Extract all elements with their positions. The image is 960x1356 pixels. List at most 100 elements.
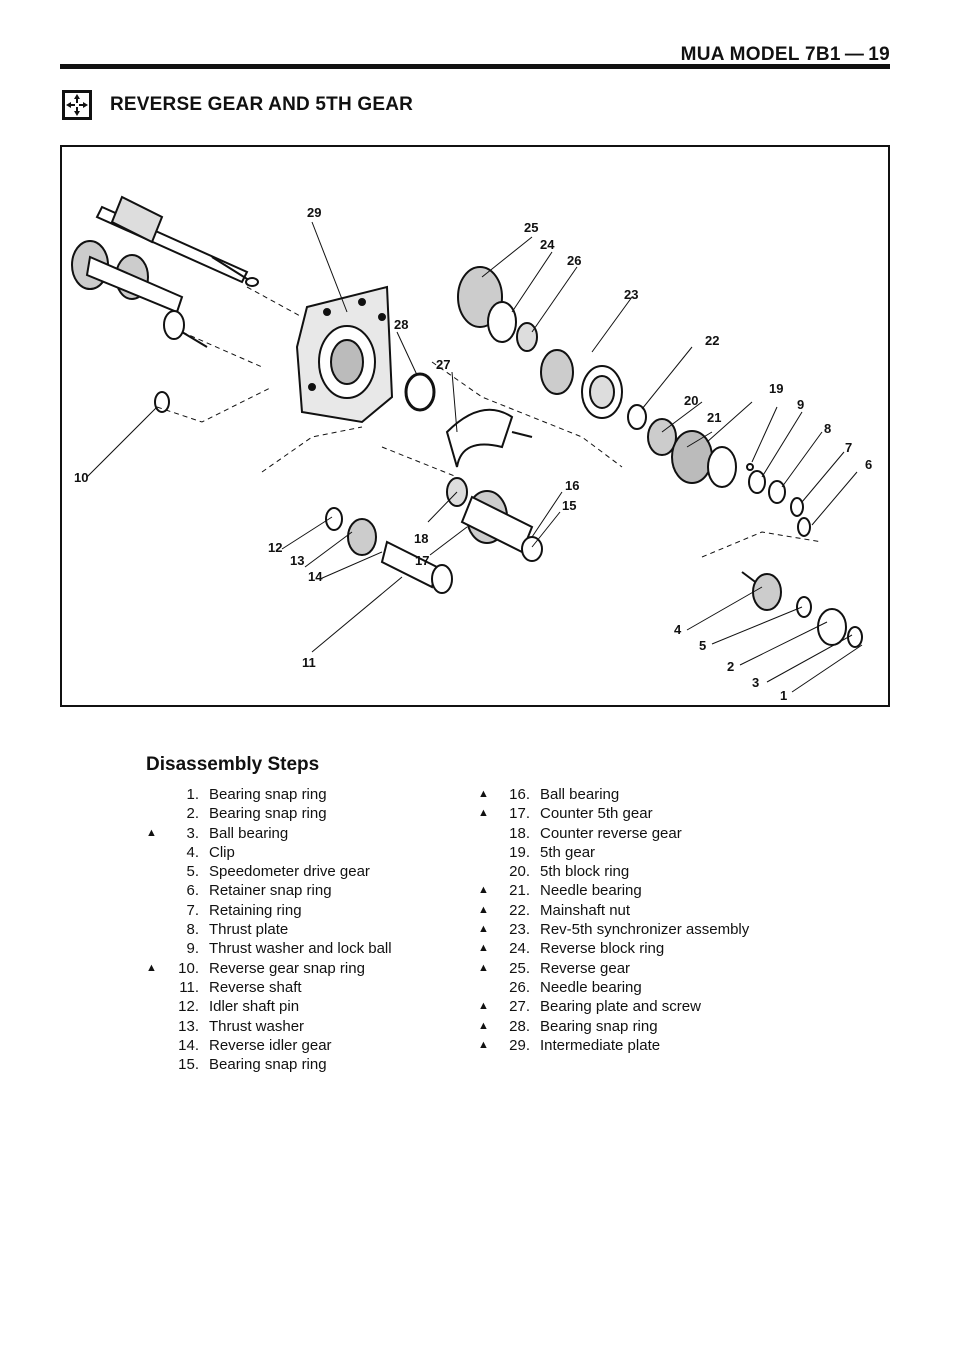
list-item: ▲24.Reverse block ring	[478, 939, 858, 958]
step-number: 28.	[509, 1017, 530, 1035]
step-label: Bearing snap ring	[209, 786, 327, 803]
step-number: 22.	[509, 901, 530, 919]
list-item: ▲16.Ball bearing	[478, 785, 858, 804]
caution-mark	[146, 1055, 164, 1074]
list-item: ▲ 10. Reverse gear snap ring	[146, 959, 476, 978]
step-number: 5.	[186, 863, 199, 881]
callout-21: 21	[707, 410, 721, 425]
caution-mark	[146, 1017, 164, 1036]
step-number: 15.	[178, 1056, 199, 1074]
step-label: Reverse gear snap ring	[209, 959, 365, 977]
step-label: Bearing snap ring	[209, 805, 327, 823]
step-number: 10.	[178, 959, 199, 977]
reverse-idler-group	[325, 507, 453, 594]
reverse-gear-group	[457, 266, 538, 352]
callout-27: 27	[436, 357, 450, 372]
step-number: 2.	[186, 805, 199, 823]
step-number: 3.	[186, 824, 199, 842]
step-label: Retainer snap ring	[209, 882, 332, 900]
list-item: 26. Needle bearing	[478, 978, 858, 997]
callout-24: 24	[540, 237, 555, 252]
part-callouts: 29 25 24 26 23 28 22 27 19 20 9 21 8 7 6…	[74, 205, 872, 703]
caution-mark: ▲	[478, 942, 489, 955]
list-item: 18.Counter reverse gear	[478, 824, 858, 843]
page-header: MUA MODEL 7B1 — 19	[60, 38, 890, 69]
step-number: 17.	[509, 805, 530, 823]
model-page-ref: MUA MODEL 7B1 — 19	[680, 44, 890, 65]
step-label: Thrust washer	[209, 1017, 305, 1035]
list-item: 8.Thrust plate	[146, 920, 476, 939]
caution-mark	[478, 824, 496, 843]
caution-mark	[146, 785, 164, 804]
step-number: 21.	[509, 882, 530, 900]
list-item: ▲28.Bearing snap ring	[478, 1017, 858, 1036]
list-item: 19. 5th gear	[478, 843, 858, 862]
caution-mark	[146, 804, 164, 823]
steps-list-left: 1.Bearing snap ring 2.Bearing snap ring …	[146, 785, 476, 1074]
step-number: 19.	[509, 843, 530, 861]
list-item: ▲3.Ball bearing	[146, 824, 476, 843]
callout-19: 19	[769, 381, 783, 396]
step-label: 5th gear	[540, 843, 596, 861]
step-label: Reverse block ring	[540, 940, 665, 958]
caution-mark: ▲	[478, 788, 489, 800]
caution-mark	[146, 939, 164, 958]
disassembly-arrows-icon	[62, 90, 92, 120]
fifth-gear-group	[627, 404, 754, 488]
step-label: Reverse gear	[540, 959, 631, 977]
step-label: Bearing snap ring	[540, 1017, 658, 1035]
callout-9: 9	[797, 397, 804, 412]
callout-7: 7	[845, 440, 852, 455]
step-label: Idler shaft pin	[209, 998, 300, 1016]
step-label: Retaining ring	[209, 901, 302, 919]
callout-3: 3	[752, 675, 759, 690]
list-item: 1.Bearing snap ring	[146, 785, 476, 804]
caution-mark	[146, 978, 164, 997]
caution-mark: ▲	[478, 903, 489, 916]
callout-5: 5	[699, 638, 706, 653]
callout-26: 26	[567, 253, 581, 268]
step-label: Bearing plate and screw	[540, 998, 701, 1016]
list-item: 6.Retainer snap ring	[146, 881, 476, 900]
list-item: 7.Retaining ring	[146, 901, 476, 920]
caution-mark	[478, 978, 496, 997]
step-number: 4.	[186, 843, 199, 861]
step-number: 16.	[509, 786, 530, 803]
exploded-view-illustration: 29 25 24 26 23 28 22 27 19 20 9 21 8 7 6…	[71, 195, 872, 703]
output-bearing-group	[741, 571, 863, 648]
list-item: 11.Reverse shaft	[146, 978, 476, 997]
step-number: 27.	[509, 998, 530, 1016]
caution-mark	[146, 843, 164, 862]
caution-mark	[146, 881, 164, 900]
caution-mark	[478, 862, 496, 881]
caution-mark	[146, 862, 164, 881]
step-label: Counter reverse gear	[540, 824, 682, 842]
step-label: Reverse idler gear	[209, 1036, 332, 1054]
callout-14: 14	[308, 569, 323, 584]
countershaft	[71, 240, 208, 348]
callout-28: 28	[394, 317, 408, 332]
step-label: Needle bearing	[540, 978, 642, 996]
step-label: Speedometer drive gear	[209, 863, 370, 881]
step-label: Rev-5th synchronizer assembly	[540, 921, 750, 939]
caution-mark: ▲	[478, 884, 489, 897]
callout-25: 25	[524, 220, 538, 235]
section-heading: REVERSE GEAR AND 5TH GEAR	[62, 88, 413, 122]
caution-mark: ▲	[478, 961, 489, 974]
list-item: 15.Bearing snap ring	[146, 1055, 476, 1074]
callout-2: 2	[727, 659, 734, 674]
callout-29: 29	[307, 205, 321, 220]
callout-4: 4	[674, 622, 682, 637]
callout-18: 18	[414, 531, 428, 546]
step-label: Intermediate plate	[540, 1036, 661, 1054]
step-number: 23.	[509, 921, 530, 939]
list-item: 20.5th block ring	[478, 862, 858, 881]
caution-mark: ▲	[146, 961, 157, 974]
step-number: 9.	[186, 940, 199, 958]
callout-12: 12	[268, 540, 282, 555]
callout-23: 23	[624, 287, 638, 302]
step-number: 26.	[509, 978, 530, 996]
step-number: 25.	[509, 959, 530, 977]
caution-mark: ▲	[478, 1038, 489, 1051]
step-label: Thrust plate	[209, 921, 289, 939]
